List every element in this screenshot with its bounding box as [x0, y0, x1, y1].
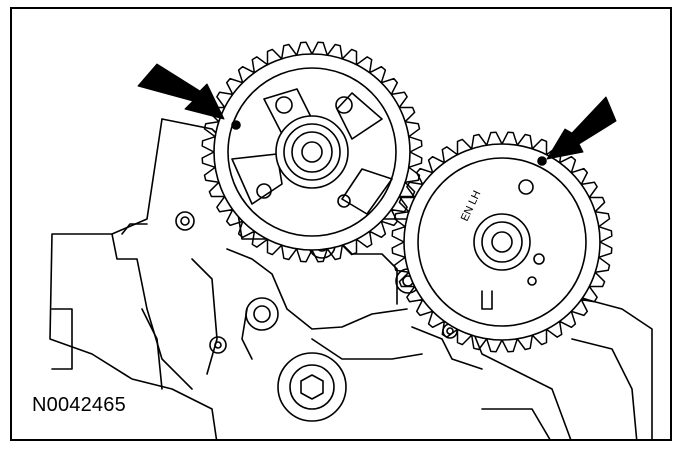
arrow-left: [137, 63, 225, 120]
head-bolt-4: [245, 297, 279, 331]
timing-mark-left: [231, 120, 241, 130]
right-camshaft-sprocket: EN LH: [391, 131, 613, 353]
engine-line-drawing: EN LH: [49, 41, 653, 439]
left-camshaft-sprocket: [201, 41, 423, 263]
illustration-frame: EN LH N0042465: [10, 7, 672, 441]
arrow-right: [546, 96, 617, 160]
crank-bolt: [277, 352, 347, 422]
timing-mark-right: [537, 156, 547, 166]
figure-id: N0042465: [32, 394, 126, 416]
head-bolt-1: [175, 211, 195, 231]
engine-block: [49, 118, 653, 439]
head-bolt-5: [209, 336, 227, 354]
